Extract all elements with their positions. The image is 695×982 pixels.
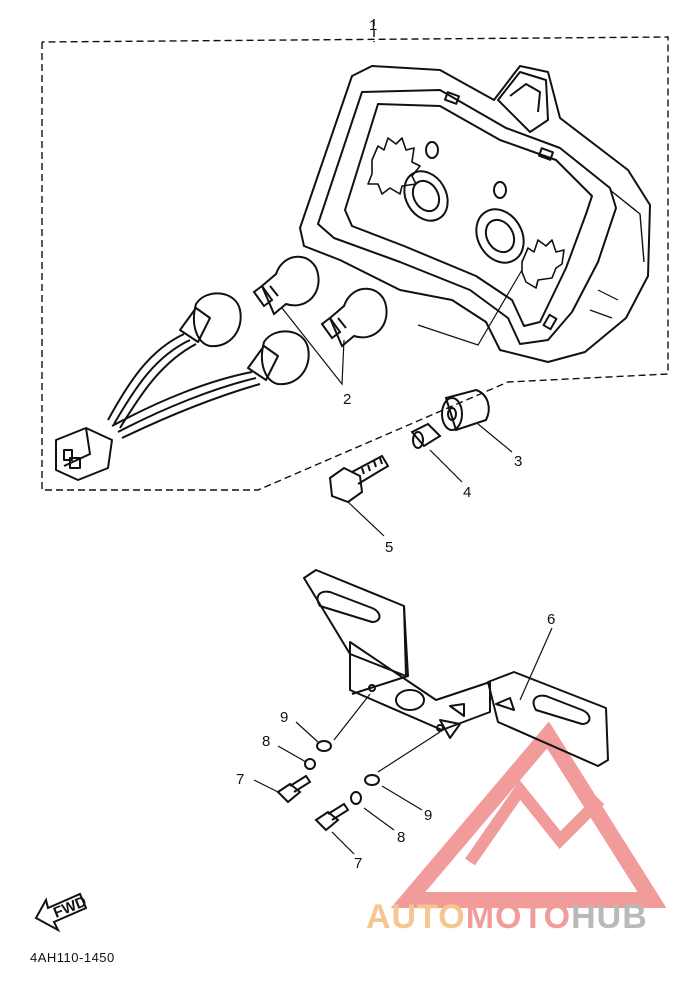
hardware-set	[276, 740, 380, 832]
grommet	[441, 388, 490, 432]
watermark-part-hub: HUB	[571, 898, 648, 936]
watermark-logo-mark	[390, 721, 667, 908]
callout-9-upper: 9	[280, 709, 288, 726]
wiring-harness	[55, 292, 310, 481]
leader-line-9-lower	[377, 731, 441, 773]
fwd-arrow-icon	[34, 892, 88, 933]
leader-line-5	[347, 501, 385, 537]
bulb-upper	[252, 255, 320, 316]
bulb-lower	[320, 287, 388, 348]
bolt	[328, 454, 390, 504]
taillight-housing	[299, 65, 651, 363]
leader-line-6	[519, 627, 553, 701]
leader-line-3	[477, 423, 513, 453]
callout-5: 5	[385, 539, 393, 556]
callout-8-lower: 8	[397, 829, 405, 846]
callout-1: 1	[369, 17, 377, 34]
fwd-label: FWD	[51, 893, 89, 922]
leader-line-9-upper	[333, 693, 371, 741]
callout-3: 3	[514, 453, 522, 470]
callout-2: 2	[343, 391, 351, 408]
callout-4: 4	[463, 484, 471, 501]
callout-8-upper: 8	[262, 733, 270, 750]
watermark-wordmark: AUTOMOTOHUB	[366, 898, 648, 937]
assembly-boundary	[41, 19, 669, 491]
callout-7-lower: 7	[354, 855, 362, 872]
callout-9-lower: 9	[424, 807, 432, 824]
license-bracket	[303, 569, 609, 767]
callout-6: 6	[547, 611, 555, 628]
leader-line-bulbs	[281, 307, 345, 386]
leader-line-4	[429, 449, 463, 483]
leader-line-housing	[417, 269, 523, 346]
watermark-part-moto: MOTO	[465, 898, 572, 936]
hardware-leaders	[253, 721, 423, 855]
diagram-code: 4AH110-1450	[30, 950, 115, 965]
watermark-part-auto: AUTO	[366, 898, 466, 936]
callout-7-upper: 7	[236, 771, 244, 788]
collar	[410, 422, 442, 449]
